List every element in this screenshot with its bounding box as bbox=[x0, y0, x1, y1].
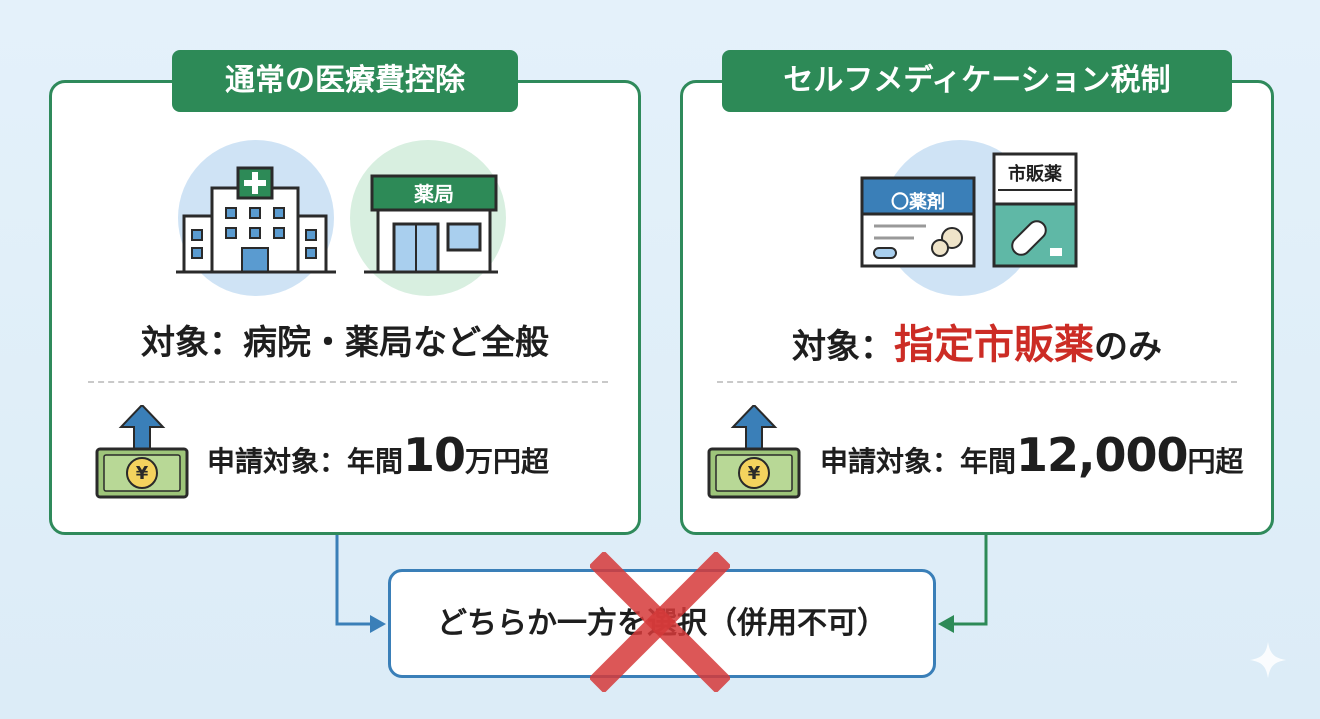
self-apply-prefix: 申請対象：年間 bbox=[820, 445, 1017, 478]
yen-symbol: ¥ bbox=[747, 463, 761, 484]
hospital-icon bbox=[176, 166, 336, 274]
self-apply-suffix: 円超 bbox=[1187, 445, 1244, 478]
left-connector-arrow bbox=[335, 535, 372, 626]
otc-medicine-illustration: 〇薬剤 市販薬 bbox=[860, 138, 1082, 302]
regular-apply-suffix: 万円超 bbox=[465, 445, 550, 478]
pharmacy-illustration: 薬局 bbox=[348, 138, 508, 298]
medicine-box-label: 〇薬剤 bbox=[891, 192, 945, 213]
regular-apply-prefix: 申請対象：年間 bbox=[207, 445, 404, 478]
sparkle-icon bbox=[1250, 642, 1286, 678]
self-medication-title: セルフメディケーション税制 bbox=[722, 50, 1232, 112]
regular-target-text: 対象：病院・薬局など全般 bbox=[141, 323, 549, 363]
hospital-illustration bbox=[176, 140, 336, 296]
regular-deduction-title: 通常の医療費控除 bbox=[172, 50, 518, 112]
otc-drug-box-label: 市販薬 bbox=[1008, 164, 1062, 185]
right-divider bbox=[717, 381, 1237, 383]
prohibited-x-icon bbox=[590, 552, 730, 692]
right-arrowhead bbox=[938, 615, 954, 633]
otc-drug-box-icon bbox=[992, 152, 1078, 268]
money-up-icon: ¥ bbox=[707, 405, 802, 500]
self-medication-apply-condition: 申請対象：年間12,000円超 bbox=[820, 428, 1244, 482]
regular-apply-condition: 申請対象：年間10万円超 bbox=[207, 428, 549, 482]
target-prefix: 対象： bbox=[792, 327, 894, 367]
target-highlight: 指定市販薬 bbox=[894, 322, 1094, 368]
right-connector-arrow bbox=[952, 535, 988, 626]
target-suffix: のみ bbox=[1094, 327, 1162, 367]
money-up-icon: ¥ bbox=[95, 405, 190, 500]
left-arrowhead bbox=[370, 615, 386, 633]
self-medication-target-text: 対象：指定市販薬のみ bbox=[690, 312, 1264, 370]
left-divider bbox=[88, 381, 608, 383]
yen-symbol: ¥ bbox=[135, 463, 149, 484]
pharmacy-sign: 薬局 bbox=[414, 182, 454, 206]
self-apply-amount: 12,000 bbox=[1016, 428, 1189, 482]
pharmacy-icon bbox=[364, 174, 498, 274]
regular-apply-amount: 10 bbox=[403, 428, 466, 482]
medicine-box-icon bbox=[860, 176, 976, 268]
